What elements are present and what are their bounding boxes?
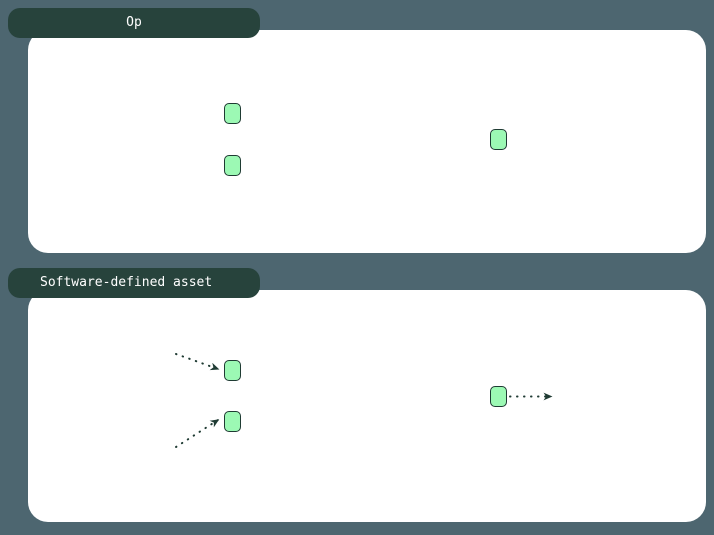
- connectors-group: [175, 353, 553, 448]
- panel-software-defined-asset: Software-defined asset Op Dependent asse…: [0, 268, 714, 522]
- op-input-port-2[interactable]: [224, 155, 241, 176]
- sda-output-port-1[interactable]: [490, 386, 507, 407]
- sda-input-port-2[interactable]: [224, 411, 241, 432]
- op-output-port-1[interactable]: [490, 129, 507, 150]
- connector-dependent-asset-1: [175, 353, 220, 371]
- panel-sda-tab[interactable]: Software-defined asset: [8, 268, 260, 298]
- diagram-canvas: Op Op In In Out Software-defined asset O…: [0, 8, 714, 522]
- sda-input-port-1[interactable]: [224, 360, 241, 381]
- panel-op-tab[interactable]: Op: [8, 8, 260, 38]
- panel-op-tab-label: Op: [126, 15, 142, 30]
- panel-op-body: [28, 30, 706, 253]
- connector-dependent-asset-2: [175, 419, 220, 448]
- panel-op: Op Op In In Out: [0, 8, 714, 253]
- panel-sda-body: [28, 290, 706, 522]
- panel-sda-tab-label: Software-defined asset: [40, 275, 213, 290]
- op-input-port-1[interactable]: [224, 103, 241, 124]
